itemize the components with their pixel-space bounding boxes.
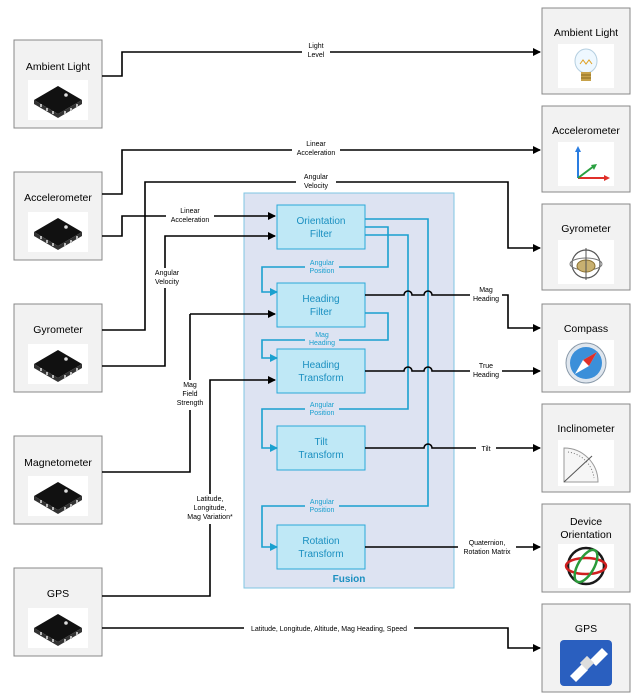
mag-field-label-3: Strength: [177, 400, 204, 407]
angular-position-label-2: Position: [310, 268, 335, 275]
linear-accel-out-label-1: Linear: [306, 141, 326, 148]
tilt-transform-block: Tilt Transform: [276, 425, 366, 471]
gps-out-label: Latitude, Longitude, Altitude, Mag Headi…: [251, 626, 407, 633]
input-ambient-light: Ambient Light: [13, 39, 103, 129]
signal-labels: Light Level Linear Acceleration Angular …: [148, 41, 516, 633]
lat-long-label-2: Longitude,: [194, 505, 227, 512]
output-inclinometer: Inclinometer: [541, 403, 631, 493]
fusion-title: Fusion: [333, 574, 366, 585]
orientation-filter-block: Orientation Filter: [276, 204, 366, 250]
orientation-filter-label-2: Filter: [310, 229, 333, 240]
input-gps-label: GPS: [47, 588, 69, 600]
quaternion-label-1: Quaternion,: [469, 540, 506, 547]
output-device-orientation-label-2: Orientation: [560, 529, 612, 541]
mag-heading-internal-label-2: Heading: [309, 340, 335, 347]
chip-icon: [28, 608, 88, 648]
tilt-label: Tilt: [481, 446, 490, 453]
linear-accel-out-label-2: Acceleration: [297, 150, 336, 157]
heading-transform-label-1: Heading: [302, 360, 339, 371]
chip-icon: [28, 476, 88, 516]
angular-position-label-5: Angular: [310, 499, 335, 506]
output-ambient-light: Ambient Light: [541, 7, 631, 95]
angular-velocity-in-label-2: Velocity: [155, 279, 180, 286]
light-bulb-icon: [558, 44, 614, 88]
heading-filter-label-2: Filter: [310, 307, 333, 318]
output-accelerometer: Accelerometer: [541, 105, 631, 193]
heading-filter-label-1: Heading: [302, 294, 339, 305]
orientation-filter-label-1: Orientation: [297, 216, 346, 227]
output-device-orientation-label-1: Device: [570, 516, 602, 528]
angular-velocity-out-label-1: Angular: [304, 174, 329, 181]
input-accelerometer: Accelerometer: [13, 171, 103, 261]
angular-position-label-3: Angular: [310, 402, 335, 409]
angular-position-label-6: Position: [310, 507, 335, 514]
linear-accel-in-label-1: Linear: [180, 208, 200, 215]
compass-icon: [558, 340, 614, 386]
input-gyrometer-label: Gyrometer: [33, 324, 83, 336]
mag-field-label-1: Mag: [183, 382, 197, 389]
rotation-transform-label-1: Rotation: [302, 536, 339, 547]
input-ambient-light-label: Ambient Light: [26, 61, 90, 73]
lat-long-label-3: Mag Variation*: [187, 514, 233, 521]
lat-long-label-1: Latitude,: [197, 496, 224, 503]
output-device-orientation: Device Orientation: [541, 503, 631, 593]
angular-velocity-in-label-1: Angular: [155, 270, 180, 277]
output-compass: Compass: [541, 303, 631, 393]
angular-position-label-4: Position: [310, 410, 335, 417]
satellite-icon: [560, 640, 612, 686]
input-gyrometer: Gyrometer: [13, 303, 103, 393]
tilt-transform-label-2: Transform: [298, 450, 343, 461]
heading-transform-block: Heading Transform: [276, 348, 366, 394]
chip-icon: [28, 80, 88, 120]
output-gps: GPS: [541, 603, 631, 693]
angular-position-label-1: Angular: [310, 260, 335, 267]
axes-icon: [558, 142, 614, 186]
mag-field-label-2: Field: [182, 391, 197, 398]
heading-filter-block: Heading Filter: [276, 282, 366, 328]
inclinometer-icon: [558, 440, 614, 486]
light-level-label-2: Level: [308, 52, 325, 59]
output-gps-label: GPS: [575, 623, 597, 635]
mag-heading-out-label-1: Mag: [479, 287, 493, 294]
chip-icon: [28, 212, 88, 252]
input-accelerometer-label: Accelerometer: [24, 192, 92, 204]
mag-heading-out-label-2: Heading: [473, 296, 499, 303]
quaternion-label-2: Rotation Matrix: [463, 549, 511, 556]
chip-icon: [28, 344, 88, 384]
mag-heading-internal-label-1: Mag: [315, 332, 329, 339]
output-gyrometer: Gyrometer: [541, 203, 631, 291]
output-compass-label: Compass: [564, 323, 608, 335]
true-heading-label-2: Heading: [473, 372, 499, 379]
gyroscope-icon: [558, 240, 614, 284]
light-level-label-1: Light: [308, 43, 323, 50]
output-ambient-light-label: Ambient Light: [554, 27, 618, 39]
output-gyrometer-label: Gyrometer: [561, 223, 611, 235]
tilt-transform-label-1: Tilt: [315, 437, 328, 448]
input-gps: GPS: [13, 567, 103, 657]
heading-transform-label-2: Transform: [298, 373, 343, 384]
linear-accel-in-label-2: Acceleration: [171, 217, 210, 224]
true-heading-label-1: True: [479, 363, 493, 370]
angular-velocity-out-label-2: Velocity: [304, 183, 329, 190]
input-magnetometer: Magnetometer: [13, 435, 103, 525]
output-inclinometer-label: Inclinometer: [557, 423, 615, 435]
fusion-connector-labels: Angular Position Mag Heading Angular Pos…: [305, 259, 339, 514]
rotation-transform-block: Rotation Transform: [276, 524, 366, 570]
orientation-rings-icon: [558, 544, 614, 588]
rotation-transform-label-2: Transform: [298, 549, 343, 560]
input-magnetometer-label: Magnetometer: [24, 457, 92, 469]
output-accelerometer-label: Accelerometer: [552, 125, 620, 137]
